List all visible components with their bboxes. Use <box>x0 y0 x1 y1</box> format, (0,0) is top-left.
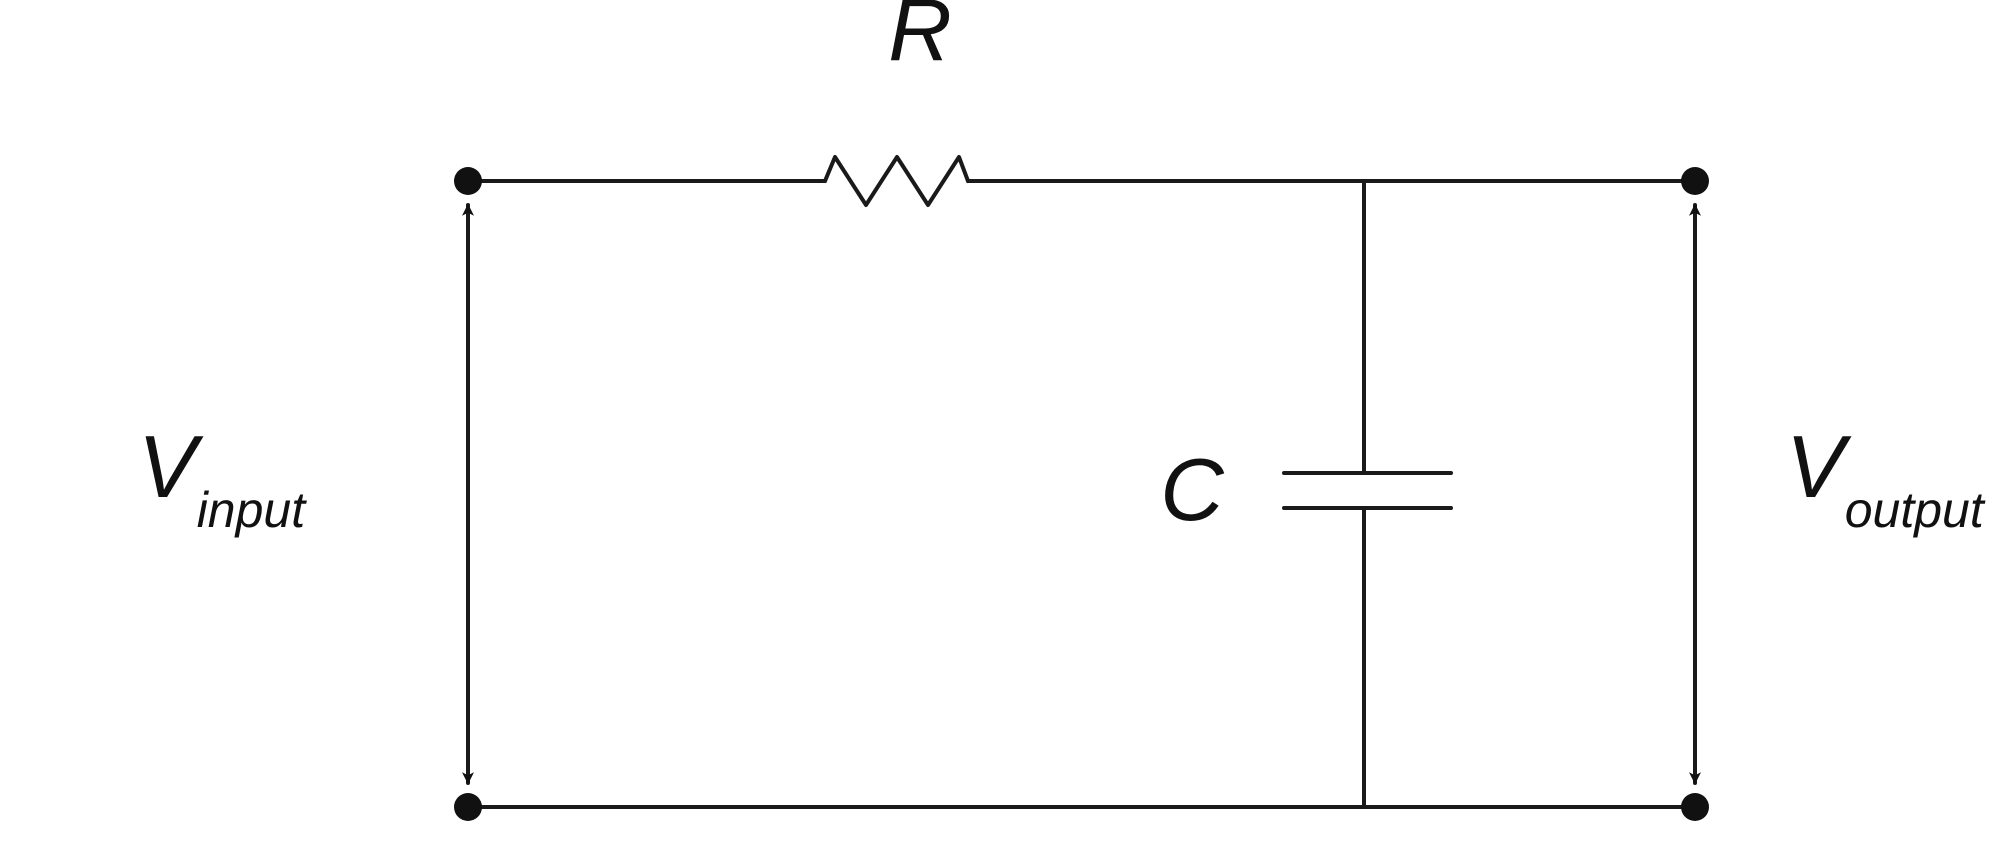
output-terminal-top <box>1681 167 1709 195</box>
input-voltage-subscript: input <box>197 482 308 538</box>
output-voltage-symbol: V <box>1786 417 1852 516</box>
input-terminal-bottom <box>454 793 482 821</box>
input-voltage-symbol: V <box>138 417 204 516</box>
capacitor-label: C <box>1160 440 1225 539</box>
resistor-symbol <box>823 155 970 207</box>
output-voltage-label: Voutput <box>1786 417 1986 538</box>
resistor-label: R <box>888 0 952 79</box>
input-terminal-top <box>454 167 482 195</box>
input-voltage-label: Vinput <box>138 417 307 538</box>
output-voltage-subscript: output <box>1845 482 1986 538</box>
output-terminal-bottom <box>1681 793 1709 821</box>
